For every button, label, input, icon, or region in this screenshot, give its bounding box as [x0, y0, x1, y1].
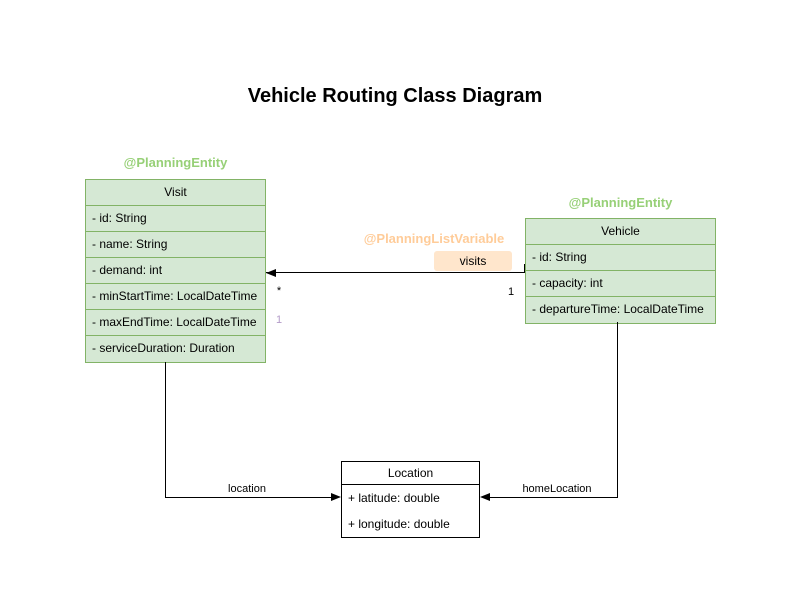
location-edge-vertical — [165, 362, 166, 497]
visit-class-name: Visit — [86, 180, 265, 206]
visit-class-box: Visit - id: String - name: String - dema… — [85, 179, 266, 363]
location-edge-horizontal — [165, 497, 332, 498]
location-class-name: Location — [342, 462, 479, 485]
visits-arrowhead-icon — [266, 269, 276, 277]
location-attribute: + longitude: double — [348, 517, 450, 531]
visit-attribute: - serviceDuration: Duration — [92, 341, 235, 355]
home-location-edge-horizontal — [490, 497, 618, 498]
visits-secondary-multiplicity: 1 — [275, 314, 283, 326]
vehicle-class-name: Vehicle — [526, 219, 715, 245]
visit-attribute: - name: String — [86, 232, 265, 258]
vehicle-class-box: Vehicle - id: String - capacity: int - d… — [525, 218, 716, 324]
home-location-arrowhead-icon — [480, 493, 490, 501]
visit-planning-entity-annotation: @PlanningEntity — [123, 155, 228, 170]
visits-edge-label: visits — [434, 251, 512, 271]
visit-attribute: - id: String — [86, 206, 265, 232]
home-location-edge-label: homeLocation — [512, 483, 602, 495]
visit-attribute: - demand: int — [86, 258, 265, 284]
location-arrowhead-icon — [331, 493, 341, 501]
location-class-box: Location + latitude: double + longitude:… — [341, 461, 480, 538]
visit-attribute: - maxEndTime: LocalDateTime — [86, 310, 265, 336]
diagram-title: Vehicle Routing Class Diagram — [247, 85, 543, 107]
location-attribute: + latitude: double — [348, 491, 440, 505]
vehicle-planning-entity-annotation: @PlanningEntity — [568, 195, 673, 210]
vehicle-attribute: - id: String — [526, 245, 715, 271]
visit-attribute: - minStartTime: LocalDateTime — [86, 284, 265, 310]
visits-edge-stub — [524, 264, 525, 273]
vehicle-attribute: - capacity: int — [526, 271, 715, 297]
planning-list-variable-annotation: @PlanningListVariable — [363, 231, 505, 246]
visits-edge-line — [266, 272, 525, 273]
vehicle-attribute: - departureTime: LocalDateTime — [532, 302, 704, 316]
home-location-edge-vertical — [617, 322, 618, 498]
location-edge-label: location — [217, 483, 277, 495]
visits-source-multiplicity: 1 — [507, 286, 515, 298]
visits-target-multiplicity: * — [276, 285, 282, 297]
